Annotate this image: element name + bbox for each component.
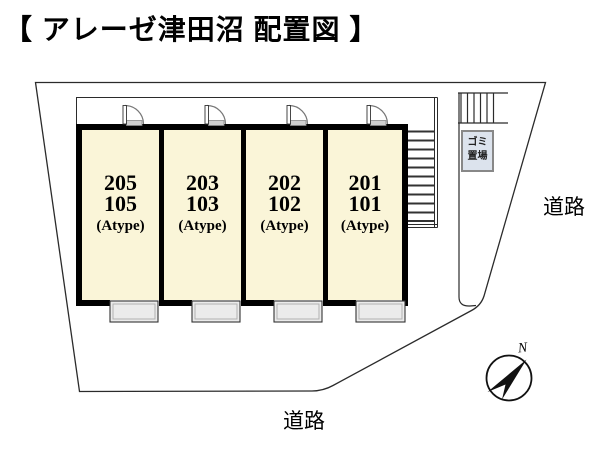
staircase [408, 130, 435, 222]
road-label-bottom: 道路 [283, 410, 325, 433]
door-unit-2 [204, 104, 227, 126]
room-number-upper: 205 [104, 170, 137, 195]
building-walls [76, 124, 408, 306]
door-unit-4 [366, 104, 389, 126]
unit-room-2 [164, 130, 241, 300]
unit-divider-1 [159, 126, 164, 304]
road-label-right: 道路 [543, 196, 585, 219]
room-number-upper: 201 [348, 170, 382, 195]
balconies [109, 300, 406, 323]
garbage-area-label: ゴミ 置場 [467, 137, 488, 162]
hatched-strip [458, 92, 508, 124]
balcony-unit-4 [355, 300, 406, 323]
balcony-unit-3 [273, 300, 323, 323]
door-unit-3 [286, 104, 309, 126]
unit-divider-2 [241, 126, 246, 304]
room-number-upper: 203 [186, 170, 219, 195]
unit-room-4 [328, 130, 402, 300]
compass [485, 354, 533, 402]
room-label-unit-4: 201 101 (Atype) [320, 172, 410, 235]
walkway-edge-line [458, 93, 477, 307]
unit-room-1 [82, 130, 159, 300]
door-unit-1 [122, 104, 145, 126]
room-type: (Atype) [340, 218, 390, 234]
entrance-doors [122, 104, 389, 126]
room-number-lower: 103 [186, 191, 219, 216]
compass-needle [487, 359, 527, 400]
garbage-area-box [461, 130, 494, 172]
compass-north-label: N [517, 340, 529, 357]
room-label-unit-2: 203 103 (Atype) [158, 172, 248, 235]
unit-divider-3 [323, 126, 328, 304]
balcony-unit-2 [191, 300, 241, 323]
room-type: (Atype) [178, 218, 227, 234]
room-type: (Atype) [96, 218, 145, 234]
corridor-outline [76, 97, 438, 228]
room-number-lower: 101 [348, 191, 382, 216]
balcony-unit-1 [109, 300, 159, 323]
room-label-unit-1: 205 105 (Atype) [76, 172, 166, 235]
page-title: 【 アレーゼ津田沼 配置図 】 [4, 14, 379, 45]
room-type: (Atype) [260, 218, 309, 234]
unit-room-3 [246, 130, 323, 300]
room-number-upper: 202 [268, 170, 301, 195]
room-label-unit-3: 202 102 (Atype) [240, 172, 330, 235]
room-number-lower: 105 [104, 191, 137, 216]
room-number-lower: 102 [268, 191, 301, 216]
